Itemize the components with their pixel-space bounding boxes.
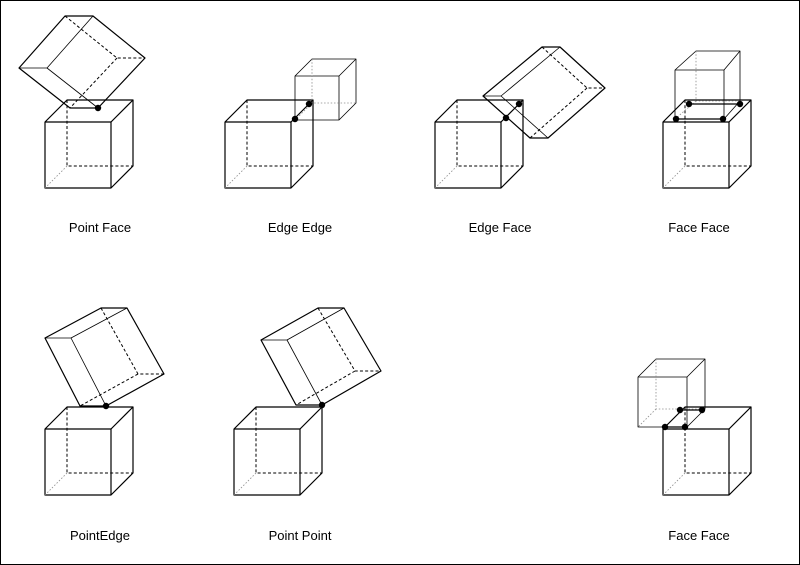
contact-point-dot <box>502 114 510 122</box>
label-face-face-bottom: Face Face <box>668 528 730 543</box>
tilted-cube <box>44 307 165 407</box>
contact-point-dot <box>736 100 744 108</box>
base-cube <box>44 99 134 189</box>
base-cube <box>233 406 323 496</box>
contact-point-dot <box>719 115 727 123</box>
panel-face-face-top <box>662 50 752 189</box>
small-cube <box>637 358 706 428</box>
tilted-cube <box>482 46 606 139</box>
label-point-point: Point Point <box>268 528 332 543</box>
base-cube <box>662 406 752 496</box>
contact-point-dot <box>685 100 693 108</box>
contact-point-dot <box>102 402 110 410</box>
label-point-face: Point Face <box>68 220 132 235</box>
panel-point-point <box>233 307 382 496</box>
base-cube <box>224 99 314 189</box>
contact-point-dot <box>94 104 102 112</box>
base-cube <box>662 99 752 189</box>
contact-point-dot <box>676 406 684 414</box>
label-point-edge: PointEdge <box>70 528 130 543</box>
label-edge-face: Edge Face <box>468 220 532 235</box>
small-cube <box>674 50 741 120</box>
panel-point-face <box>18 15 146 189</box>
contact-point-dot <box>698 406 706 414</box>
panel-edge-edge <box>224 58 357 189</box>
panel-face-face-bottom <box>637 358 752 496</box>
label-edge-edge: Edge Edge <box>267 220 333 235</box>
small-cube <box>294 58 357 121</box>
label-face-face-top: Face Face <box>668 220 730 235</box>
base-cube <box>44 406 134 496</box>
contact-point-dot <box>305 100 313 108</box>
contact-point-dot <box>515 100 523 108</box>
contact-point-dot <box>661 423 669 431</box>
contact-point-dot <box>318 401 326 409</box>
panel-edge-face <box>434 46 606 189</box>
tilted-cube <box>260 307 382 406</box>
contact-point-dot <box>672 115 680 123</box>
base-cube <box>434 99 524 189</box>
panel-point-edge <box>44 307 165 496</box>
contact-point-dot <box>291 115 299 123</box>
tilted-cube <box>18 15 146 109</box>
contact-point-dot <box>681 423 689 431</box>
